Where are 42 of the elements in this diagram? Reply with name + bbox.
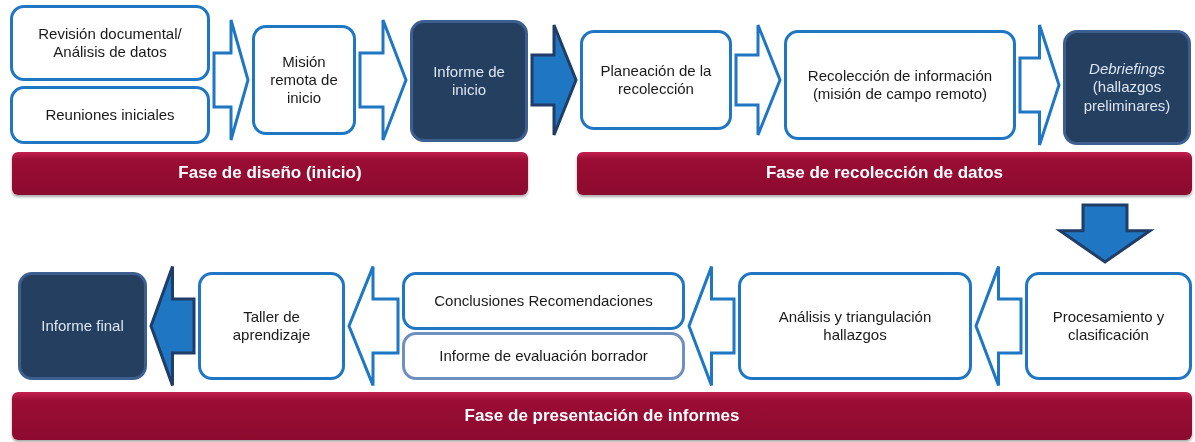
phase-banner — [12, 152, 528, 195]
process-box — [738, 272, 972, 380]
block-arrow — [974, 265, 1023, 387]
box-label: Informe de evaluación borrador — [438, 346, 649, 366]
process-box — [580, 30, 732, 130]
box-label: Análisis y triangulación hallazgos — [777, 307, 933, 345]
box-label: Recolección de información (misión de campo remoto) — [806, 66, 994, 104]
phase-banner — [577, 152, 1192, 195]
process-box — [10, 5, 210, 81]
block-arrow — [149, 265, 196, 387]
process-box — [784, 30, 1016, 140]
phase-label: Fase de presentación de informes — [463, 405, 741, 427]
box-label: Misión remota de inicio — [269, 52, 339, 108]
box-label: Informe final — [40, 316, 125, 336]
phase-banner — [12, 392, 1192, 440]
process-box — [252, 25, 356, 135]
block-arrow — [1055, 203, 1155, 264]
box-label: Procesamiento y clasificación — [1051, 307, 1166, 345]
box-label: Debriefings (hallazgos preliminares) — [1082, 60, 1172, 115]
block-arrow — [734, 23, 782, 137]
box-label: Conclusiones Recomendaciones — [433, 291, 654, 311]
phase-label: Fase de recolección de datos — [764, 163, 1005, 184]
phase-label: Fase de diseño (inicio) — [177, 163, 363, 184]
process-box — [402, 272, 685, 330]
milestone-box — [410, 20, 528, 142]
box-label: Planeación de la recolección — [599, 61, 713, 99]
process-box — [10, 86, 210, 144]
box-label: Reuniones iniciales — [44, 105, 176, 125]
block-arrow — [1018, 23, 1061, 147]
process-box — [402, 332, 685, 380]
milestone-box — [18, 272, 147, 380]
process-box — [1025, 272, 1192, 380]
box-label: Informe de inicio — [432, 62, 506, 100]
process-box — [198, 272, 345, 380]
block-arrow — [687, 265, 736, 387]
block-arrow — [530, 23, 578, 137]
box-label: Revisión documental/ Análisis de datos — [37, 24, 183, 62]
box-label: Taller de aprendizaje — [231, 307, 312, 345]
block-arrow — [358, 18, 408, 142]
block-arrow — [212, 18, 250, 142]
milestone-box — [1063, 30, 1191, 145]
block-arrow — [347, 265, 400, 387]
